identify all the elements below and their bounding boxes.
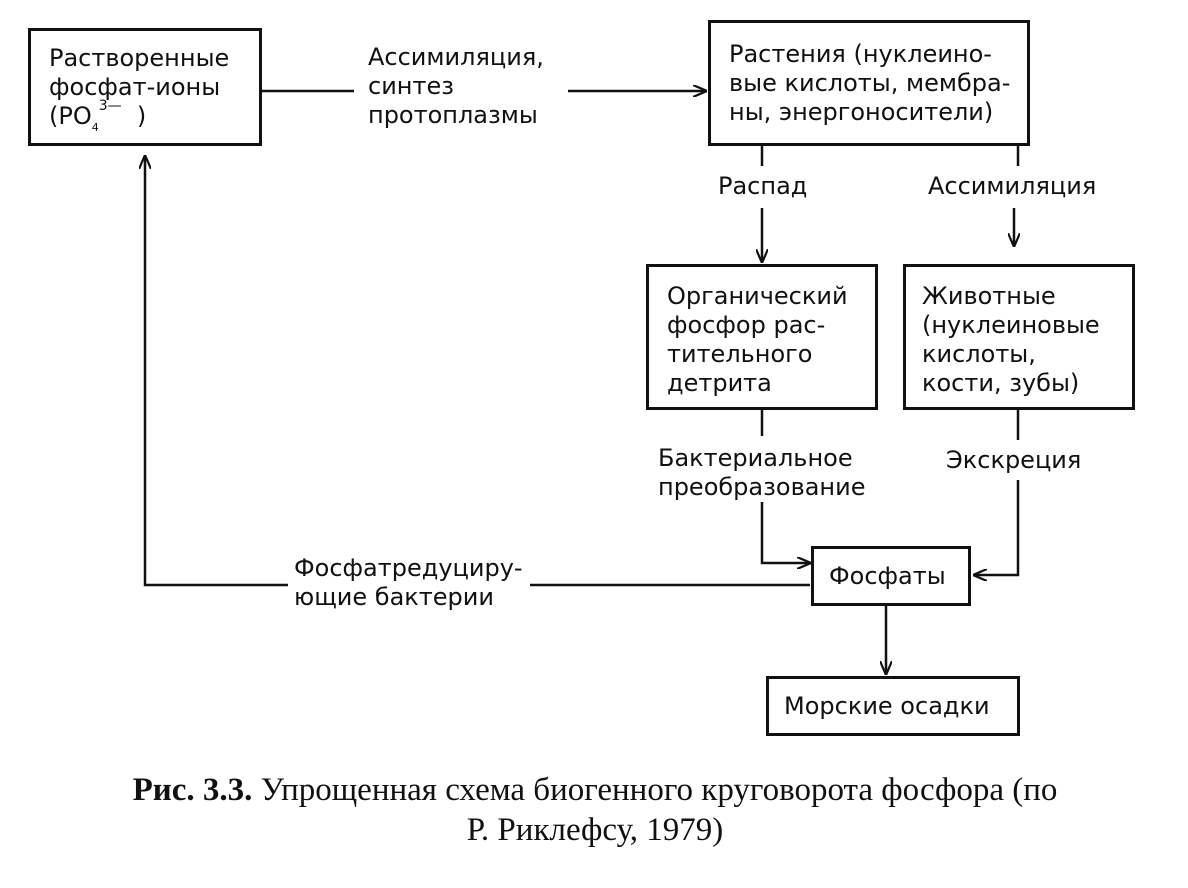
node-text: ны, энергоносители) — [729, 98, 994, 126]
node-text: вые кислоты, мембра- — [729, 69, 1011, 97]
node-text: Органический — [667, 282, 848, 310]
label-assimilation-synthesis: Ассимиляция, синтез протоплазмы — [368, 43, 544, 130]
formula-superscript: 3— — [98, 98, 122, 114]
node-text: фосфат-ионы — [49, 73, 221, 101]
label-assimilation: Ассимиляция — [928, 172, 1097, 200]
arrow-reduce-b — [145, 156, 288, 587]
node-text: тительного — [667, 340, 813, 368]
label-decay: Распад — [718, 172, 808, 200]
arrow-bact-b — [760, 502, 810, 563]
formula: (PO4 3— ) — [49, 98, 229, 135]
node-text: (нуклеиновые — [922, 311, 1100, 339]
node-plants: Растения (нуклеино- вые кислоты, мембра-… — [708, 20, 1030, 146]
edge-text: ющие бактерии — [294, 583, 494, 611]
node-text: Растения (нуклеино- — [729, 40, 992, 68]
label-excretion: Экскреция — [946, 446, 1082, 474]
node-marine-sediments: Морские осадки — [766, 676, 1020, 736]
caption-line1: Упрощенная схема биогенного круговорота … — [260, 772, 1058, 808]
edge-text: Фосфатредуциру- — [294, 554, 523, 582]
edge-text: протоплазмы — [368, 101, 538, 129]
label-phosphate-reducing: Фосфатредуциру- ющие бактерии — [294, 554, 523, 612]
caption-line2: Р. Риклефсу, 1979) — [466, 812, 724, 848]
label-bacterial-conversion: Бактериальное преобразование — [658, 444, 865, 502]
node-text: кости, зубы) — [922, 369, 1080, 397]
edge-text: синтез — [368, 72, 454, 100]
node-text: Животные — [922, 282, 1056, 310]
node-phosphate-ions: Растворенные фосфат-ионы (PO4 3— ) — [28, 28, 262, 146]
node-text: Фосфаты — [829, 562, 946, 590]
edge-text: Ассимиляция, — [368, 43, 544, 71]
formula-base: (PO — [49, 102, 92, 130]
node-animals: Животные (нуклеиновые кислоты, кости, зу… — [903, 264, 1135, 410]
node-text: Растворенные — [49, 44, 230, 72]
caption-prefix: Рис. 3.3. — [132, 772, 253, 808]
edge-text: преобразование — [658, 473, 866, 501]
formula-subscript: 4 — [91, 121, 99, 134]
formula-end: ) — [136, 102, 147, 130]
node-phosphates: Фосфаты — [811, 546, 971, 606]
arrow-excr-b — [974, 480, 1020, 575]
node-text: фосфор рас- — [667, 311, 826, 339]
node-organic-phosphorus: Органический фосфор рас- тительного детр… — [646, 264, 878, 410]
node-text: Морские осадки — [784, 692, 990, 720]
node-text: детрита — [667, 369, 772, 397]
edge-text: Бактериальное — [658, 444, 853, 472]
figure-caption: Рис. 3.3. Упрощенная схема биогенного кр… — [40, 770, 1150, 850]
node-text: кислоты, — [922, 340, 1036, 368]
